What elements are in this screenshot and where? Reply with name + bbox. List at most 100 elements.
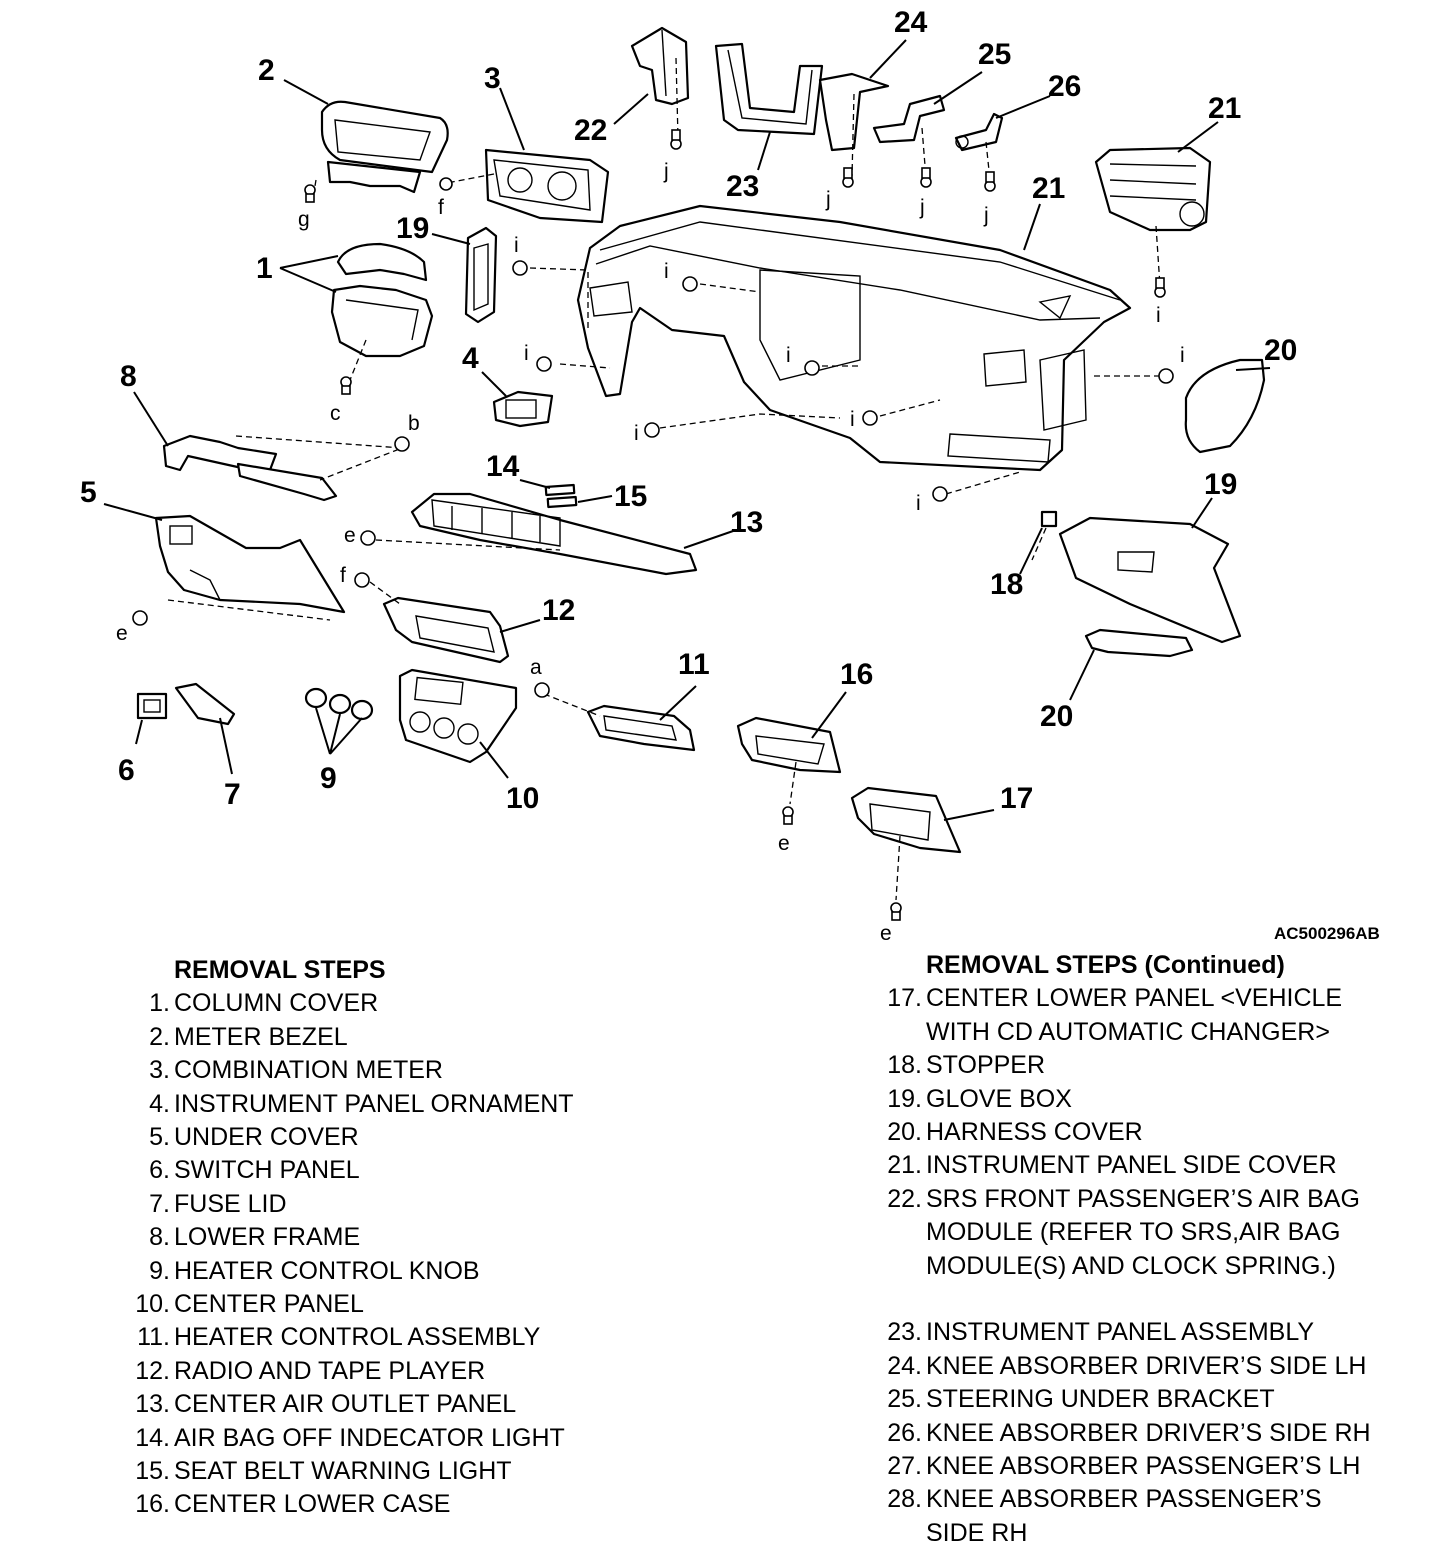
- callout-19: 19: [1204, 468, 1237, 501]
- fastener-label-i: i: [1156, 304, 1161, 327]
- fastener-label-j: j: [663, 160, 669, 183]
- callout-28: 26: [1048, 70, 1081, 103]
- step-number: 27.: [887, 1452, 922, 1480]
- callout-7: 7: [224, 778, 241, 811]
- step-text: SRS FRONT PASSENGER’S AIR BAG: [926, 1184, 1360, 1213]
- step-text: FUSE LID: [174, 1189, 287, 1218]
- fastener-label-f: f: [438, 196, 444, 219]
- callout-12: 12: [542, 594, 575, 627]
- fastener-label-i: i: [1180, 344, 1185, 367]
- step-text: RADIO AND TAPE PLAYER: [174, 1356, 486, 1385]
- part-knee-absorber-passenger-rh: [954, 112, 1004, 152]
- step-text: SWITCH PANEL: [174, 1156, 360, 1185]
- fastener-label-i: i: [786, 344, 791, 367]
- bolt-icon: [439, 177, 453, 191]
- step-number: 7.: [149, 1189, 170, 1218]
- step-text: SEAT BELT WARNING LIGHT: [174, 1457, 512, 1485]
- step-number: 28.: [887, 1485, 922, 1514]
- fastener-label-a: a: [530, 656, 542, 679]
- callout-16: 16: [840, 658, 873, 691]
- part-steering-under-bracket: [714, 42, 824, 136]
- bolt-icon: [644, 422, 660, 438]
- fastener-label-e: e: [778, 832, 790, 855]
- step-number: 2.: [149, 1022, 170, 1051]
- callout-23: 21: [1032, 172, 1065, 205]
- part-instrument-panel-ornament: [492, 390, 554, 428]
- bolt-icon: [890, 902, 902, 921]
- callout-13: 13: [730, 506, 763, 539]
- callout-15: 15: [614, 480, 647, 513]
- callout-26: 24: [894, 6, 928, 39]
- callout-25: 23: [726, 170, 759, 203]
- exploded-parts-diagram: 2 3 22 23 24 25 26 21 21 1 19 20 4 8 5 1…: [80, 6, 1297, 945]
- part-under-cover: [154, 514, 346, 614]
- bolt-icon: [132, 610, 148, 626]
- callout-18: 18: [990, 568, 1023, 601]
- step-text: MODULE(S) AND CLOCK SPRING.): [926, 1251, 1336, 1280]
- bolt-icon: [354, 572, 370, 588]
- fastener-label-g: g: [298, 208, 310, 231]
- step-number: 21.: [887, 1151, 922, 1180]
- part-center-panel: [398, 668, 518, 764]
- step-text: STOPPER: [926, 1051, 1046, 1080]
- fastener-label-f: f: [340, 564, 346, 587]
- fastener-label-j: j: [919, 196, 925, 219]
- step-text: UNDER COVER: [174, 1123, 359, 1151]
- step-text: COMBINATION METER: [174, 1056, 443, 1085]
- callout-11: 11: [678, 648, 710, 681]
- step-number: 19.: [887, 1084, 922, 1113]
- step-number: 3.: [149, 1056, 170, 1085]
- step-text: WITH CD AUTOMATIC CHANGER>: [926, 1017, 1330, 1046]
- callout-22: 21: [1208, 92, 1241, 125]
- removal-steps-heading-continued: REMOVAL STEPS (Continued): [926, 951, 1285, 979]
- removal-steps-heading: REMOVAL STEPS: [174, 956, 386, 984]
- bolt-icon: [920, 167, 932, 188]
- step-text: CENTER LOWER PANEL <VEHICLE: [926, 984, 1343, 1013]
- fastener-label-i: i: [664, 260, 669, 283]
- step-number: 23.: [887, 1318, 922, 1347]
- fastener-label-e: e: [344, 524, 356, 547]
- step-number: 11.: [137, 1323, 170, 1352]
- step-text: INSTRUMENT PANEL ORNAMENT: [174, 1089, 574, 1118]
- bolt-icon: [670, 129, 682, 150]
- bolt-icon: [842, 167, 854, 188]
- figure-id: AC500296AB: [1274, 924, 1380, 943]
- bolt-icon: [862, 410, 878, 426]
- bolt-icon: [340, 376, 352, 395]
- bolt-icon: [984, 171, 996, 192]
- part-passenger-airbag-module: [1094, 146, 1212, 232]
- bolt-icon: [536, 356, 552, 372]
- bolt-icon: [534, 682, 550, 698]
- part-knee-absorber-driver-rh: [818, 72, 890, 152]
- step-text: KNEE ABSORBER DRIVER’S SIDE RH: [926, 1418, 1371, 1447]
- part-harness-cover: [1084, 628, 1194, 658]
- fastener-label-i: i: [850, 408, 855, 431]
- part-stopper: [1040, 510, 1058, 528]
- part-instrument-panel-assembly: [576, 204, 1132, 472]
- callout-4: 4: [462, 342, 479, 375]
- step-number: 13.: [135, 1390, 170, 1419]
- callout-1: 1: [256, 252, 273, 285]
- fastener-label-j: j: [825, 188, 831, 211]
- step-text: LOWER FRAME: [174, 1223, 361, 1252]
- part-center-lower-case: [736, 716, 842, 774]
- callout-8: 8: [120, 360, 137, 393]
- fastener-label-j: j: [983, 204, 989, 227]
- step-text: KNEE ABSORBER DRIVER’S SIDE LH: [926, 1351, 1367, 1380]
- part-lower-frame: [162, 434, 338, 502]
- step-text: HARNESS COVER: [926, 1118, 1143, 1146]
- part-switch-panel: [136, 692, 168, 720]
- step-text: KNEE ABSORBER PASSENGER’S: [926, 1485, 1322, 1514]
- callout-10: 10: [506, 782, 539, 815]
- step-number: 14.: [135, 1423, 170, 1452]
- part-heater-control-assembly: [586, 704, 696, 752]
- step-text: CENTER AIR OUTLET PANEL: [174, 1390, 517, 1419]
- step-number: 15.: [135, 1457, 170, 1485]
- bolt-icon: [304, 184, 316, 203]
- step-number: 4.: [149, 1089, 170, 1118]
- fastener-label-c: c: [330, 402, 341, 425]
- bolt-icon: [782, 806, 794, 825]
- step-text: GLOVE BOX: [926, 1084, 1072, 1113]
- step-text: HEATER CONTROL ASSEMBLY: [174, 1323, 541, 1352]
- step-number: 24.: [887, 1351, 922, 1380]
